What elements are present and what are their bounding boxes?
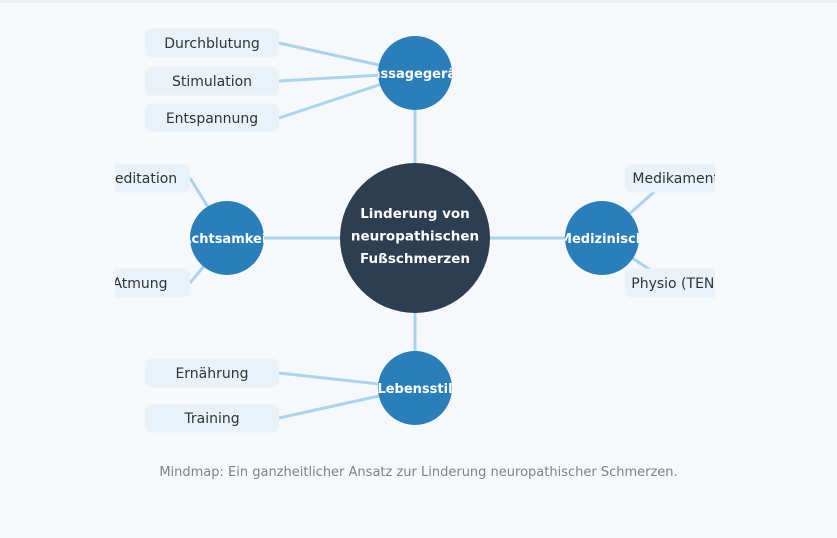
leaf-label: Medikamente <box>632 171 727 187</box>
leaf-label: Meditation <box>103 171 177 187</box>
branch-label: Medizinisch <box>559 232 645 247</box>
leaf-label: Atmung <box>112 276 167 292</box>
branch-label: Achtsamkeit <box>181 232 272 247</box>
branch-node-lebensstil: Lebensstil <box>377 351 452 425</box>
leaf-box <box>145 358 279 388</box>
leaf-box <box>145 66 279 96</box>
branch-node-achtsamkeit: Achtsamkeit <box>181 201 272 275</box>
leaf-node-training: Training <box>145 403 279 433</box>
leaf-box <box>145 103 279 133</box>
branch-label: Massagegeräte <box>359 67 472 82</box>
leaf-box <box>115 268 190 298</box>
branch-circle <box>565 201 639 275</box>
leaf-node-medikamente: Medikamente <box>625 163 727 193</box>
diagram-caption: Mindmap: Ein ganzheitlicher Ansatz zur L… <box>159 465 678 480</box>
leaf-node-stimulation: Stimulation <box>145 66 279 96</box>
leaf-box <box>145 28 279 58</box>
node-layer: DurchblutungStimulationEntspannungMedita… <box>103 28 728 433</box>
center-label-line: Linderung von <box>360 206 470 222</box>
branch-circle <box>190 201 264 275</box>
branch-circle <box>378 36 452 110</box>
leaf-node-durchblutung: Durchblutung <box>145 28 279 58</box>
leaf-node-atmung: Atmung <box>112 268 190 298</box>
leaf-box <box>115 163 190 193</box>
leaf-node-meditation: Meditation <box>103 163 190 193</box>
branch-node-massage: Massagegeräte <box>359 36 472 110</box>
leaf-node-physio-tens: Physio (TENS) <box>625 268 728 298</box>
leaf-box <box>625 268 715 298</box>
leaf-label: Ernährung <box>175 366 248 382</box>
leaf-label: Training <box>183 411 239 427</box>
center-label-line: Fußschmerzen <box>360 251 470 267</box>
center-circle <box>340 163 490 313</box>
top-border <box>0 0 837 3</box>
branch-circle <box>378 351 452 425</box>
leaf-box <box>145 403 279 433</box>
leaf-label: Durchblutung <box>164 36 259 52</box>
branch-label: Lebensstil <box>377 382 452 397</box>
leaf-node-ernaehrung: Ernährung <box>145 358 279 388</box>
branch-node-medizinisch: Medizinisch <box>559 201 645 275</box>
center-label-line: neuropathischen <box>351 229 479 245</box>
leaf-label: Physio (TENS) <box>631 276 728 292</box>
leaf-box <box>625 163 715 193</box>
leaf-node-entspannung: Entspannung <box>145 103 279 133</box>
leaf-label: Entspannung <box>166 111 258 127</box>
leaf-label: Stimulation <box>172 74 252 90</box>
